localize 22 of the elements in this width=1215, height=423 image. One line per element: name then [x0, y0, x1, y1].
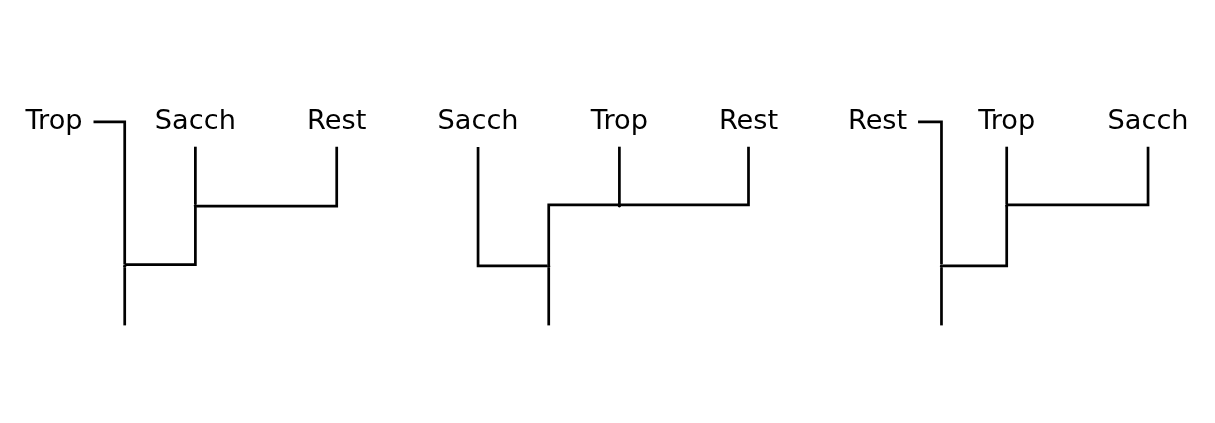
node-text: Trop — [590, 103, 648, 135]
node-text: Rest — [307, 103, 367, 135]
node-text: Rest — [718, 103, 779, 135]
node-text: Sacch — [1107, 103, 1189, 135]
node-point — [547, 264, 551, 268]
node-text: Rest — [848, 103, 908, 135]
node-point — [939, 264, 944, 268]
node-text: Sacch — [154, 103, 236, 135]
connector — [93, 120, 127, 265]
connector — [476, 146, 548, 267]
connector — [918, 120, 943, 265]
connector — [1005, 146, 1009, 204]
node-text: Trop — [978, 103, 1036, 135]
node-point — [193, 203, 198, 207]
node-text: Sacch — [437, 103, 519, 135]
connector — [942, 206, 1009, 267]
node-point — [1005, 203, 1009, 207]
connector — [618, 146, 621, 204]
connector — [196, 146, 339, 207]
connector — [194, 146, 197, 204]
node-text: Trop — [25, 103, 83, 135]
node-point — [123, 264, 127, 268]
